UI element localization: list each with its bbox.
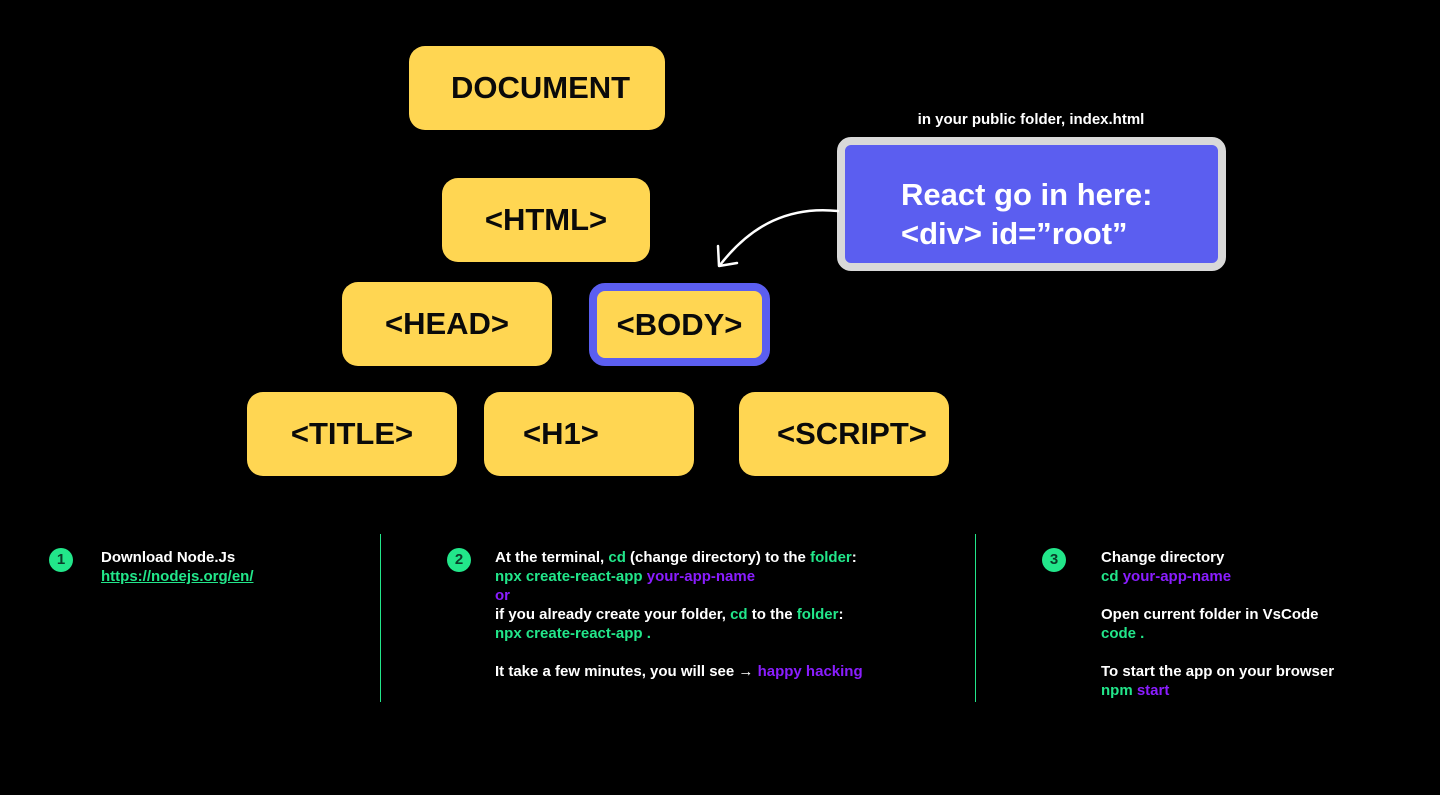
callout-box: React go in here: <div> id=”root”: [837, 137, 1226, 271]
step-1: Download Node.Js https://nodejs.org/en/: [101, 548, 254, 586]
step-2-line-2: npx create-react-app your-app-name: [495, 568, 756, 585]
divider-2: [975, 534, 976, 702]
step-3-cmd-2: code .: [1101, 625, 1145, 642]
step-3-title-1: Change directory: [1101, 549, 1225, 566]
step-2-line-1: At the terminal, cd (change directory) t…: [495, 549, 857, 566]
node-document: DOCUMENT: [409, 46, 665, 130]
node-html-label: <HTML>: [484, 202, 608, 237]
node-body-label: <BODY>: [616, 306, 743, 342]
step-3: Change directory cd your-app-name Open c…: [1101, 548, 1334, 700]
step-2-line-3: or: [495, 587, 510, 604]
callout-caption: in your public folder, index.html: [917, 111, 1145, 128]
callout-line-1: React go in here:: [901, 177, 1153, 212]
step-3-title-3: To start the app on your browser: [1101, 663, 1335, 680]
divider-1: [380, 534, 381, 702]
nodejs-link[interactable]: https://nodejs.org/en/: [101, 568, 254, 585]
node-h1: <H1>: [484, 392, 694, 476]
callout-line-2: <div> id=”root”: [901, 216, 1128, 251]
step-2-line-6: It take a few minutes, you will see → ha…: [495, 663, 863, 680]
node-script: <SCRIPT>: [739, 392, 949, 476]
node-head: <HEAD>: [342, 282, 552, 366]
node-script-label: <SCRIPT>: [777, 416, 927, 451]
step-3-spacer-2: [1101, 643, 1334, 662]
node-h1-label: <H1>: [523, 416, 599, 451]
node-title-label: <TITLE>: [290, 416, 414, 451]
step-2-badge: 2: [447, 548, 471, 572]
step-3-badge: 3: [1042, 548, 1066, 572]
node-document-label: DOCUMENT: [451, 70, 631, 105]
step-2-line-5: npx create-react-app .: [495, 625, 651, 642]
node-body: <BODY>: [589, 283, 770, 366]
step-1-title: Download Node.Js: [101, 549, 236, 566]
step-1-badge: 1: [49, 548, 73, 572]
step-2-spacer: [495, 643, 863, 662]
node-title: <TITLE>: [247, 392, 457, 476]
node-head-label: <HEAD>: [384, 306, 510, 341]
step-3-cmd-1: cd your-app-name: [1101, 568, 1232, 585]
node-html: <HTML>: [442, 178, 650, 262]
step-3-cmd-3: npm start: [1101, 682, 1170, 699]
step-3-title-2: Open current folder in VsCode: [1101, 606, 1319, 623]
step-2: At the terminal, cd (change directory) t…: [495, 548, 863, 681]
step-3-spacer-1: [1101, 586, 1334, 605]
step-2-line-4: if you already create your folder, cd to…: [495, 606, 844, 623]
